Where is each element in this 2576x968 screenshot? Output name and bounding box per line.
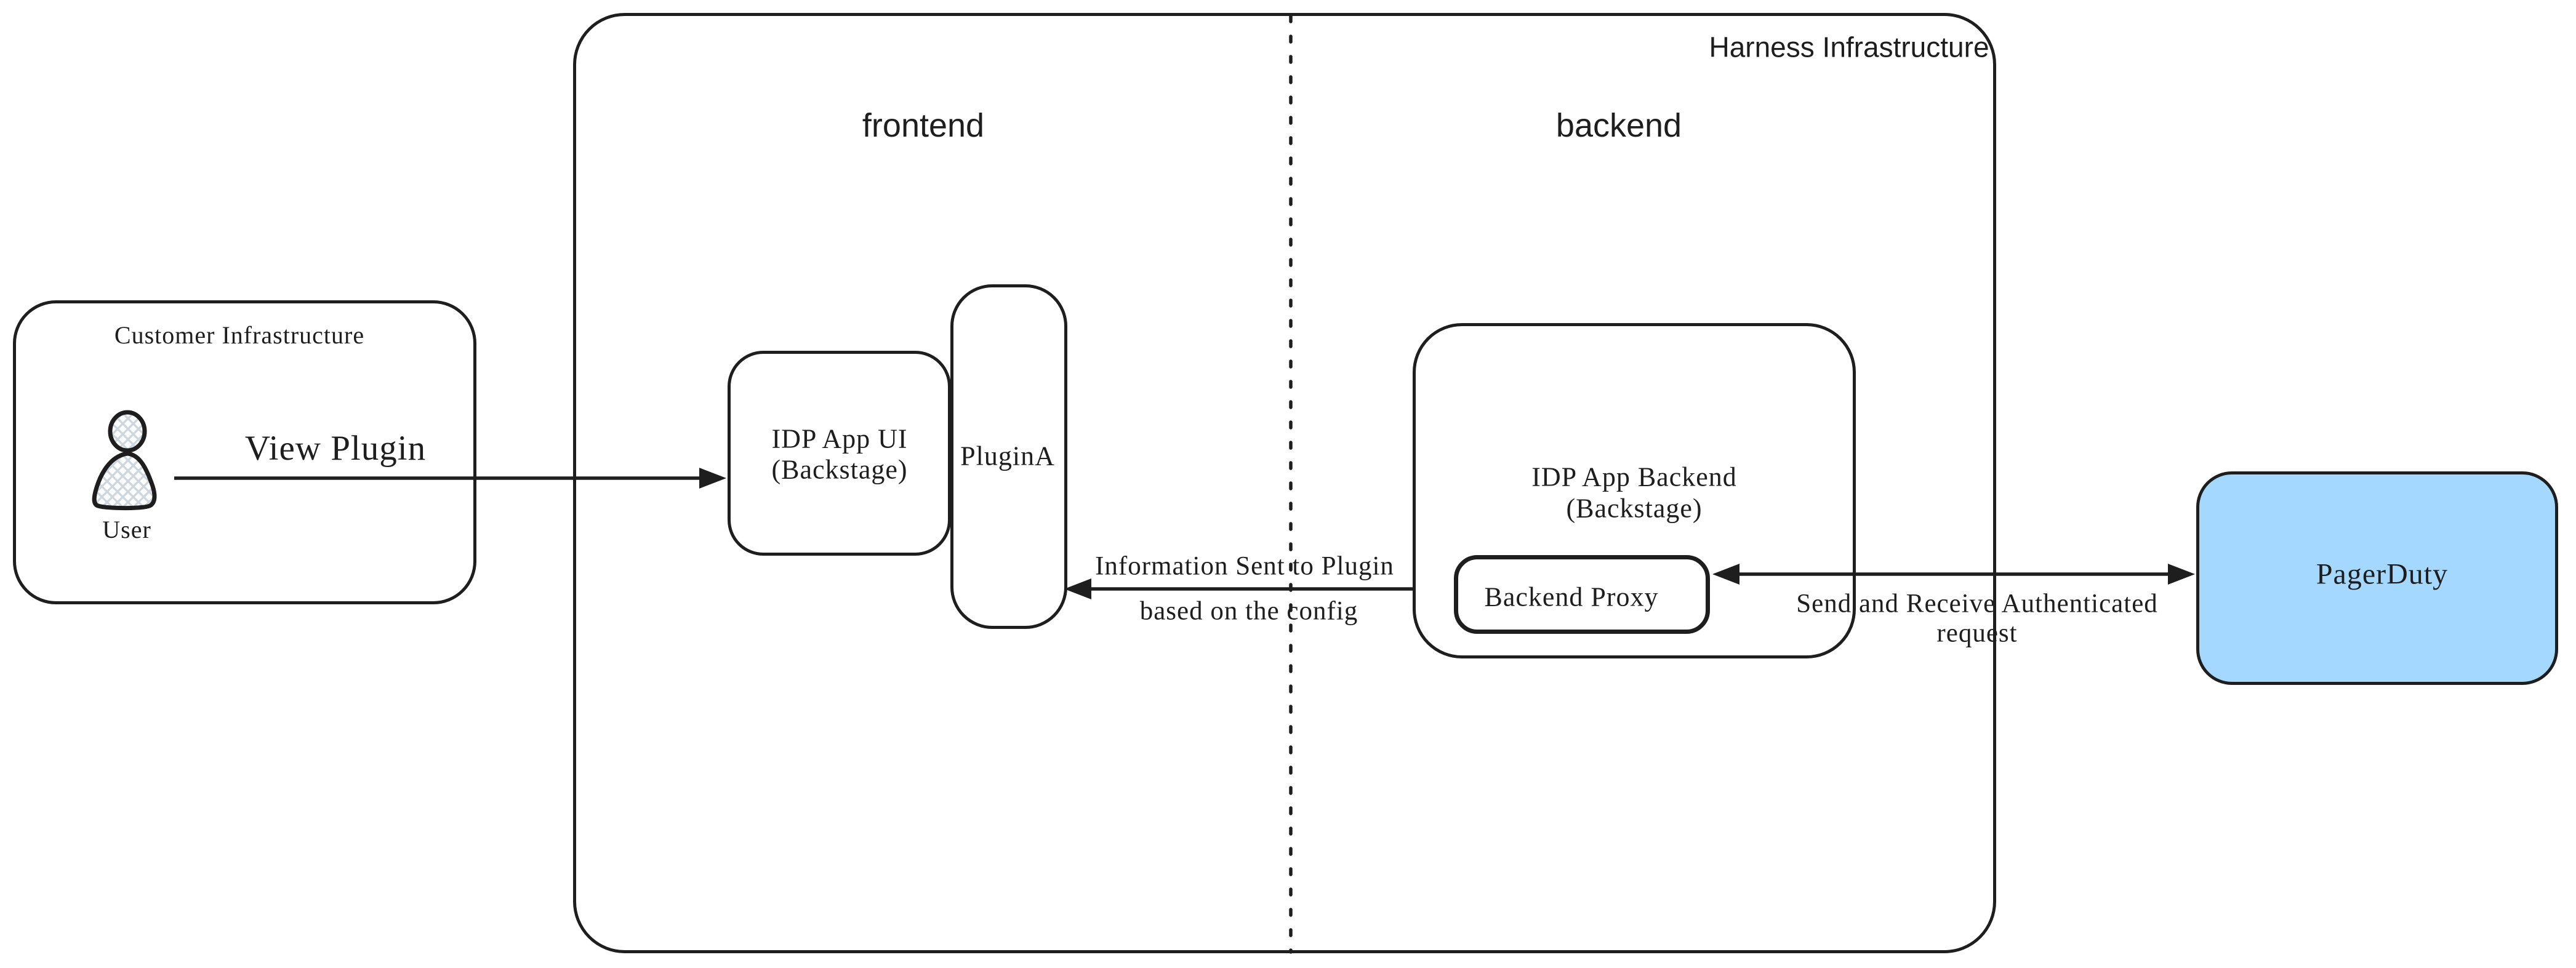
customer-infrastructure-title: Customer Infrastructure [114,321,365,349]
backend-proxy-node [1454,555,1710,634]
pagerduty-node [2196,471,2558,685]
auth-arrow-label-line2: request [1936,618,2018,648]
customer-infrastructure-group [13,300,476,604]
backend-proxy-label: Backend Proxy [1484,582,1659,612]
harness-infrastructure-title: Harness Infrastructure [1709,31,1989,63]
plugin-a-label: PluginA [960,441,1055,471]
idp-app-backend-label-line2: (Backstage) [1566,493,1703,524]
idp-app-ui-label-line2: (Backstage) [771,454,908,485]
user-icon [92,410,157,511]
backend-section-label: backend [1555,106,1682,144]
idp-app-ui-node [728,351,951,556]
idp-app-backend-label-line1: IDP App Backend [1531,462,1737,492]
harness-infrastructure-group [573,13,1996,953]
auth-arrowhead-right [2168,564,2195,585]
user-icon-body [92,451,157,511]
frontend-section-label: frontend [862,106,985,144]
pagerduty-label: PagerDuty [2316,558,2449,591]
auth-arrow-label-line1: Send and Receive Authenticated [1796,589,2158,618]
info-arrow-label-line1: Information Sent to Plugin [1095,551,1394,581]
user-label: User [102,516,151,543]
user-icon-head [108,410,147,453]
idp-app-ui-label-line1: IDP App UI [771,423,908,454]
info-arrow-label-line2: based on the config [1139,596,1358,626]
view-plugin-arrow-label: View Plugin [244,429,427,468]
plugin-a-node [950,284,1067,629]
